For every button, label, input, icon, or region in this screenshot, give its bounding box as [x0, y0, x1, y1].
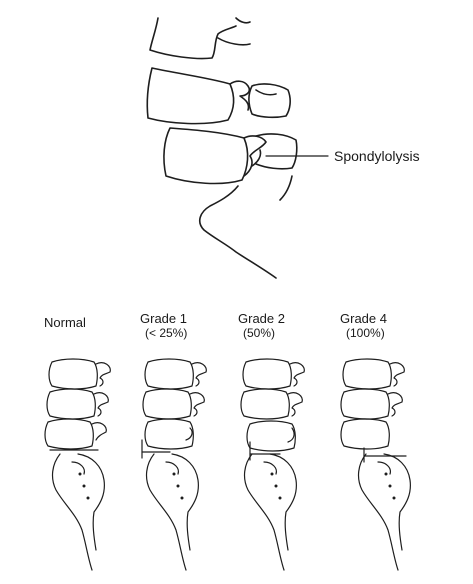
spine-diagram-grade-1 — [142, 359, 206, 570]
spine-diagram-grade-4 — [341, 359, 410, 570]
spine-diagram-grade-2 — [241, 359, 304, 570]
spine-diagram-normal — [45, 359, 110, 570]
